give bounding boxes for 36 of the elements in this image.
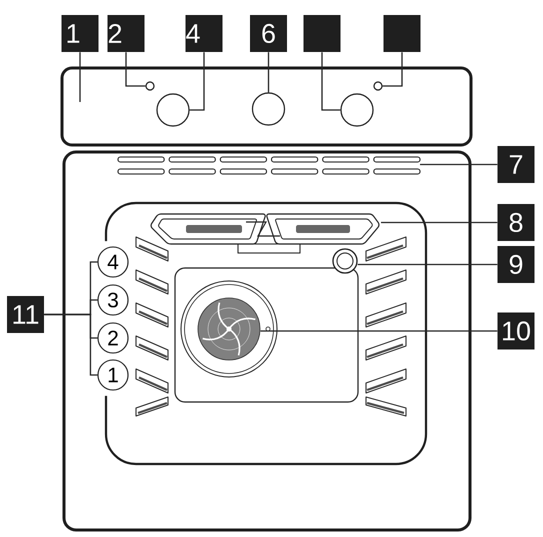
callout-number: 4 — [186, 15, 222, 52]
indicator-light — [145, 81, 155, 91]
leader-line — [268, 52, 270, 92]
blank-callout — [304, 15, 340, 52]
callout-number: 8 — [498, 204, 534, 241]
leader-line — [44, 314, 98, 376]
callout-number: 11 — [7, 296, 44, 333]
callout-number: 6 — [250, 15, 287, 52]
grill-element — [150, 213, 380, 254]
shelf-level-number: 2 — [97, 322, 129, 354]
callout-number: 7 — [498, 146, 534, 183]
leader-line — [381, 222, 498, 224]
oven-lamp — [332, 248, 358, 274]
leader-line — [382, 52, 403, 87]
leader-line — [420, 164, 498, 166]
leader-line — [260, 330, 498, 332]
leader-line — [321, 52, 340, 111]
callout-number: 9 — [498, 246, 534, 283]
callout-number: 10 — [498, 312, 534, 350]
shelf-level-number: 3 — [97, 284, 129, 316]
fan — [198, 298, 260, 360]
leader-line — [358, 264, 498, 266]
indicator-light — [373, 81, 383, 91]
control-panel — [60, 66, 472, 146]
callout-number: 1 — [62, 15, 98, 52]
leader-line — [190, 52, 205, 111]
control-knob — [156, 93, 190, 127]
blank-callout — [384, 15, 420, 52]
control-knob — [252, 92, 286, 126]
shelf-level-number: 1 — [97, 359, 129, 391]
shelf-level-number: 4 — [97, 246, 129, 278]
callout-number: 2 — [108, 15, 144, 52]
leader-line — [79, 52, 81, 102]
leader-line — [125, 52, 146, 87]
air-vent — [117, 156, 421, 175]
control-knob — [340, 93, 374, 127]
